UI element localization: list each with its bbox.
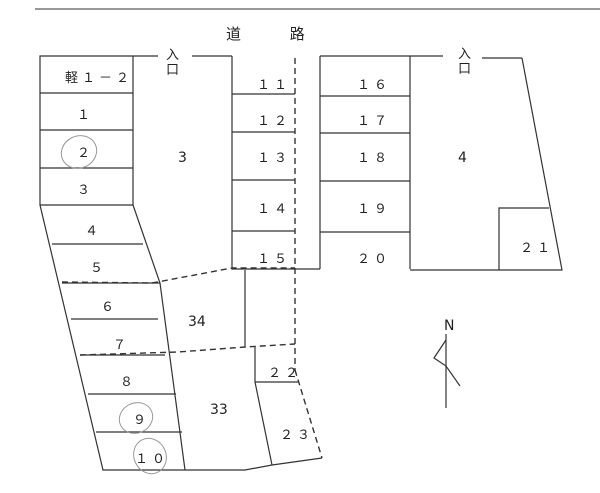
- lot-15-label: １５: [257, 252, 291, 267]
- right-section-outline: [410, 57, 563, 271]
- lot-23-label: ２３: [280, 428, 314, 443]
- road-label: 道 路: [226, 25, 327, 43]
- entrance-left-top: 入: [166, 48, 179, 63]
- lot-16-label: １６: [357, 78, 391, 93]
- lot-9-label: ９: [133, 413, 150, 428]
- lot-10-label: １０: [135, 452, 169, 467]
- lot-19-label: １９: [357, 202, 391, 217]
- lot-kei-1-2-label: 軽１－２: [65, 71, 133, 86]
- dashed-vertical-lower: [294, 369, 323, 459]
- north-label: N: [444, 318, 454, 334]
- entrance-right-bottom: 口: [458, 62, 471, 77]
- lot-23-bottom-edge: [271, 457, 323, 466]
- lot-2-label: ２: [77, 146, 94, 161]
- dashed-boundary-lower: [79, 343, 296, 356]
- middle-section-outline: [231, 56, 320, 270]
- lot-22-label: ２２: [268, 366, 302, 381]
- lot-18-label: １８: [357, 151, 391, 166]
- lot-4-label: ４: [85, 224, 102, 239]
- lot-2-highlight: [60, 135, 98, 169]
- lot-21-outline: [498, 207, 549, 270]
- lot-20-label: ２０: [357, 252, 391, 267]
- lot-21-label: ２１: [520, 241, 554, 256]
- lot-11-label: １１: [257, 78, 291, 93]
- lot-1-label: １: [77, 108, 94, 123]
- north-arrow-head: [433, 339, 461, 387]
- lot-3-label: ３: [77, 183, 94, 198]
- entrance-right-top: 入: [458, 47, 471, 62]
- area-34-label: 34: [188, 314, 206, 330]
- entrance-left-bottom: 口: [166, 63, 179, 78]
- lot-13-label: １３: [257, 151, 291, 166]
- dashed-boundary-upper: [61, 267, 295, 284]
- left-section-outline: [39, 55, 273, 471]
- lot-8-label: ８: [120, 375, 137, 390]
- lot-12-label: １２: [257, 114, 291, 129]
- lot-17-label: １７: [357, 114, 391, 129]
- area-4-label: 4: [458, 150, 467, 166]
- area-3-label: 3: [178, 150, 187, 166]
- lot-9-highlight: [118, 402, 154, 434]
- lot-22-23-left-edge: [254, 347, 273, 466]
- lot-14-label: １４: [257, 202, 291, 217]
- area-33-label: 33: [210, 402, 228, 418]
- lot-5-label: ５: [90, 261, 107, 276]
- lot-6-label: ６: [101, 300, 118, 315]
- lot-7-label: ７: [113, 338, 130, 353]
- lot-10-highlight: [133, 437, 167, 475]
- left-inner-slanted-edge: [132, 204, 186, 471]
